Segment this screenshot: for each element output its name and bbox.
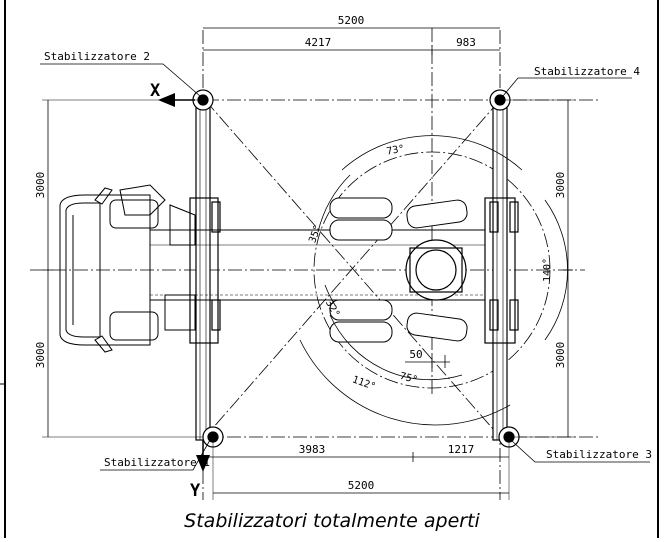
dim-small-offset: 50: [409, 348, 422, 361]
outrigger-pads: [192, 89, 520, 448]
dim-bottom-total: 5200: [348, 479, 375, 492]
dim-top-left: 4217: [305, 36, 332, 49]
cab: [59, 184, 196, 353]
rear-tyres: [329, 197, 468, 343]
leader-lines: [40, 63, 650, 471]
axis-arrows: [158, 93, 210, 472]
angle-75: 75°: [399, 371, 419, 386]
dim-right-upper: 3000: [554, 172, 567, 199]
angle-35: 35°: [307, 224, 324, 245]
dim-bottom-left: 3983: [299, 443, 326, 456]
dim-right-lower: 3000: [554, 342, 567, 369]
slewing-circle: [313, 151, 551, 389]
dim-top-total: 5200: [338, 14, 365, 27]
dim-bottom-right: 1217: [448, 443, 475, 456]
dim-left-upper: 3000: [34, 172, 47, 199]
diagram-caption: Stabilizzatori totalmente aperti: [184, 510, 480, 532]
label-outrigger-3: Stabilizzatore 3: [546, 448, 652, 461]
x-axis-label: X: [150, 81, 161, 101]
angle-73: 73°: [386, 144, 406, 158]
dim-top-right: 983: [456, 36, 476, 49]
label-outrigger-1: Stabilizzatore 1: [104, 456, 210, 469]
angle-140: 140°: [542, 258, 553, 282]
turntable: [405, 239, 467, 301]
dimension-lines: [42, 27, 575, 500]
angle-112: 112°: [351, 374, 377, 393]
y-axis-label: Y: [190, 481, 201, 501]
dim-left-lower: 3000: [34, 342, 47, 369]
label-outrigger-4: Stabilizzatore 4: [534, 65, 640, 78]
label-outrigger-2: Stabilizzatore 2: [44, 50, 150, 63]
